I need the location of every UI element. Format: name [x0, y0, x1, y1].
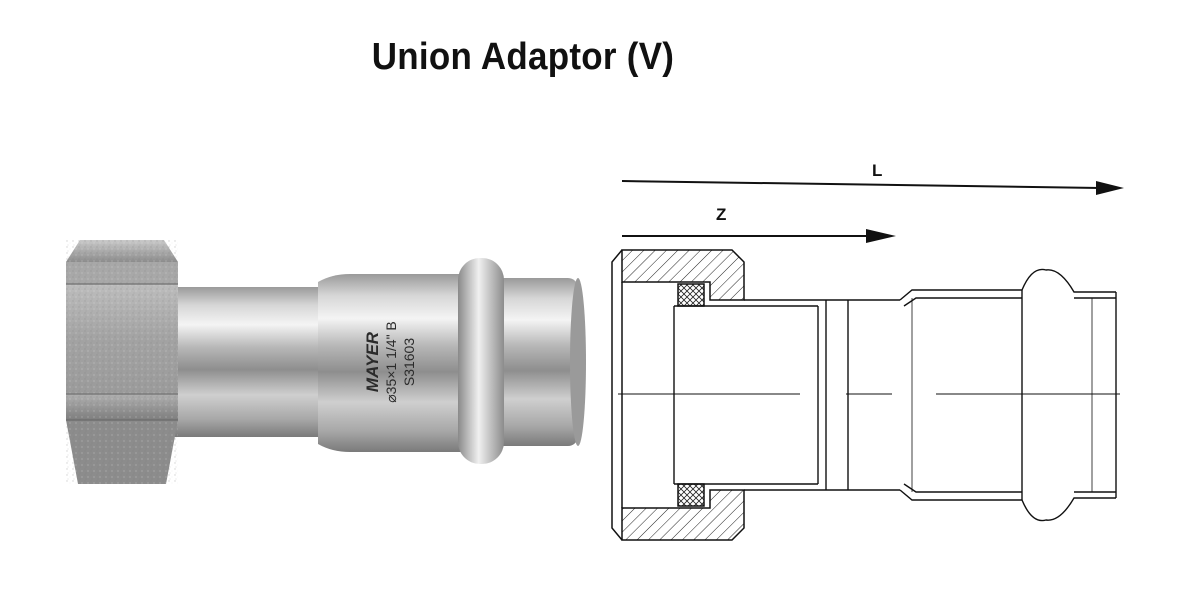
- page-title: Union Adaptor (V): [371, 36, 675, 78]
- hex-nut: [66, 240, 178, 484]
- size-mark: ⌀35×1 1/4" B: [383, 321, 399, 403]
- brand-mark: MAYER: [363, 331, 382, 392]
- dimension-Z-label: Z: [716, 205, 726, 224]
- press-bead: [458, 258, 504, 464]
- dimension-L-label: L: [872, 161, 882, 180]
- product-photo: MAYER ⌀35×1 1/4" B S31603: [66, 240, 586, 484]
- stamp-markings: MAYER ⌀35×1 1/4" B S31603: [363, 321, 417, 403]
- tail-outline: [673, 268, 1117, 522]
- dimension-Z: Z: [622, 205, 896, 243]
- nut-section: [611, 249, 745, 541]
- fitting-body: [172, 274, 586, 452]
- dimension-L: L: [621, 161, 1124, 195]
- grade-mark: S31603: [401, 338, 417, 386]
